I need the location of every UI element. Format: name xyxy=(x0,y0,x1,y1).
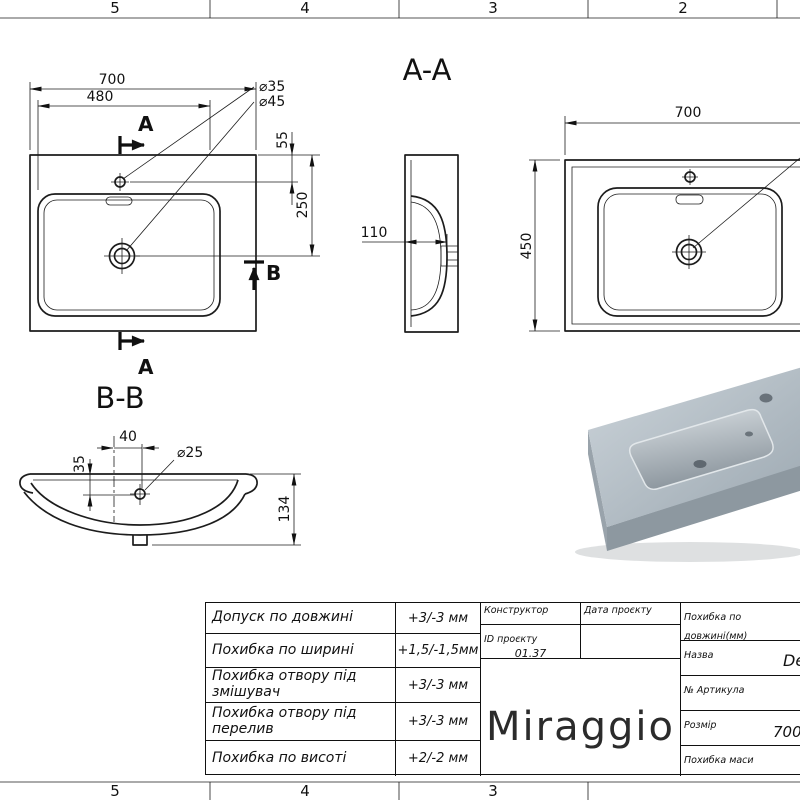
article-label: № Артикула xyxy=(684,685,745,696)
dim-depth: 450 xyxy=(519,233,535,260)
faucet-hole-3d xyxy=(759,393,773,403)
section-mark-a-top: A xyxy=(138,112,154,136)
brand-logo: Miraggio xyxy=(481,659,681,776)
tolerance-value: +3/-3 мм xyxy=(396,668,481,703)
size-value: 700 xyxy=(773,723,800,741)
zone-number: 5 xyxy=(110,782,120,800)
empty-cell xyxy=(581,625,681,659)
dim-bowl-width: 480 xyxy=(87,89,114,105)
dim-drain-offset: 250 xyxy=(295,192,311,219)
section-mark-a-bottom: A xyxy=(138,355,154,379)
dia-drain-label: ⌀45 xyxy=(259,94,285,110)
bowl-outer-curve xyxy=(410,195,448,317)
sink-outline xyxy=(29,154,257,332)
project-date-header: Дата проєкту xyxy=(581,603,681,625)
bowl-inner-curve xyxy=(30,479,239,526)
basin-bottom-edge xyxy=(43,199,215,311)
section-mark-b: B xyxy=(266,261,281,285)
basin-cavity xyxy=(628,408,774,491)
title-block: Допуск по довжині +3/-3 мм Похибка по ши… xyxy=(205,602,800,776)
name-label: Назва xyxy=(684,650,714,661)
project-id-value: 01.37 xyxy=(514,647,547,660)
dim-height: 134 xyxy=(277,496,293,523)
frame-bottom-ruler: 5 4 3 xyxy=(0,781,800,800)
dim-width: 700 xyxy=(99,72,126,88)
dim-width: 700 xyxy=(675,105,702,121)
side-section-view: 110 xyxy=(361,154,459,333)
sink-3d-render xyxy=(575,367,800,562)
profile-outline xyxy=(404,154,459,333)
bowl-outer-curve xyxy=(23,491,246,536)
sink-outline xyxy=(564,159,800,332)
length-tolerance-cell: Похибка по довжині(мм) +3/-3 мм xyxy=(681,603,800,641)
dim-drain-depth: 35 xyxy=(72,455,88,473)
tolerance-value: +2/-2 мм xyxy=(396,741,481,776)
length-tolerance-label: Похибка по довжині(мм) xyxy=(684,612,748,641)
frame-top-ruler: 5 4 3 2 xyxy=(0,0,800,19)
dim-drain-offset: 40 xyxy=(119,429,137,445)
overflow-slot xyxy=(105,196,133,206)
zone-number: 4 xyxy=(300,782,310,800)
tolerance-value: +1,5/-1,5мм xyxy=(396,634,481,668)
tolerance-label: Похибка по ширині xyxy=(206,634,396,668)
zone-number: 3 xyxy=(488,782,498,800)
zone-number: 3 xyxy=(488,0,498,17)
tolerance-label: Похибка по висоті xyxy=(206,741,396,776)
front-face xyxy=(607,464,800,551)
dia-faucet-label: ⌀35 xyxy=(259,79,285,95)
section-bb-view: B-B 40 ⌀25 35 134 xyxy=(19,381,301,546)
zone-number: 4 xyxy=(300,0,310,17)
tolerance-label: Похибка отвору під перелив xyxy=(206,703,396,741)
section-bb-title: B-B xyxy=(95,381,144,415)
zone-number: 5 xyxy=(110,0,120,17)
name-value: De xyxy=(783,651,800,670)
drain-boss xyxy=(440,245,458,267)
section-aa-title: A-A xyxy=(403,53,452,87)
name-cell: Назва De xyxy=(681,641,800,676)
overflow-slot xyxy=(675,194,704,205)
tolerance-label: Допуск по довжині xyxy=(206,603,396,634)
drain-boss xyxy=(132,535,148,546)
overflow-hole-3d xyxy=(745,431,753,437)
article-cell: № Артикула xyxy=(681,676,800,711)
tolerance-label: Похибка отвору під змішувач xyxy=(206,668,396,703)
sink-top-view: 700 480 ⌀35 ⌀45 55 250 A A B xyxy=(29,72,320,379)
tolerance-value: +3/-3 мм xyxy=(396,703,481,741)
size-label: Розмір xyxy=(684,720,717,731)
drain-hole-3d xyxy=(693,460,707,468)
tolerance-value: +3/-3 мм xyxy=(396,603,481,634)
project-id-label: ID проєкту xyxy=(484,634,538,645)
shadow xyxy=(575,542,800,562)
zone-number: 2 xyxy=(678,0,688,17)
left-face xyxy=(588,430,607,551)
mass-cell: Похибка маси xyxy=(681,746,800,776)
dim-depth: 110 xyxy=(361,225,388,241)
mass-label: Похибка маси xyxy=(684,755,754,766)
section-aa-view: A-A 700 450 xyxy=(403,53,800,332)
dia-drain-label: ⌀25 xyxy=(177,445,203,461)
size-cell: Розмір 700 xyxy=(681,711,800,746)
basin-rim xyxy=(37,193,221,317)
dim-faucet-offset: 55 xyxy=(275,131,291,149)
constructor-header: Конструктор xyxy=(481,603,581,625)
basin-rim xyxy=(597,187,783,317)
